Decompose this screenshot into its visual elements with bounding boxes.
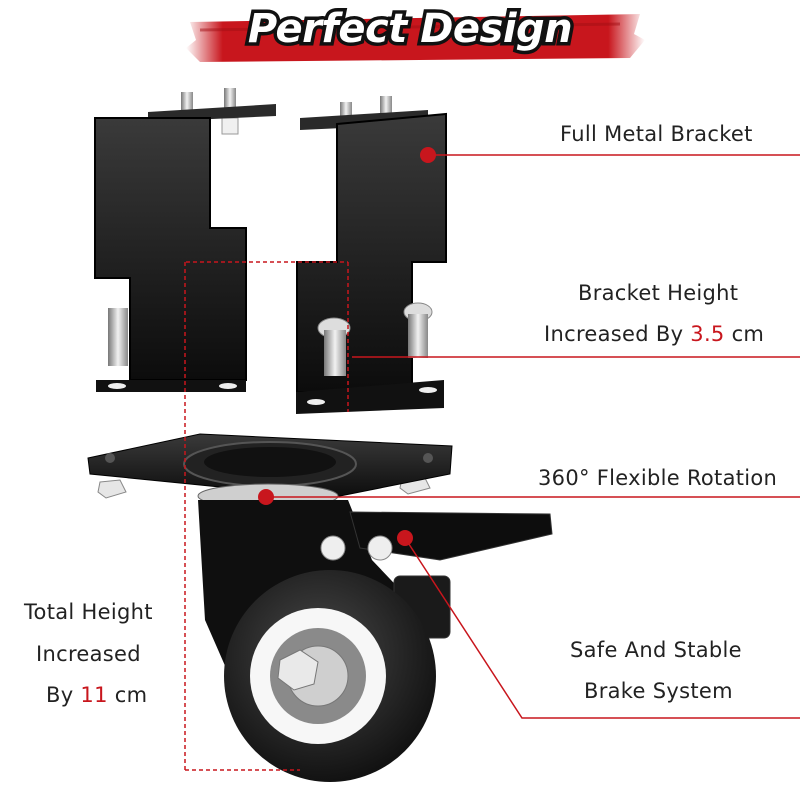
total-height-value: 11: [80, 683, 108, 707]
label-rotation: 360° Flexible Rotation: [538, 466, 777, 490]
bracket-height-unit: cm: [724, 322, 765, 346]
title-brush-stroke: [186, 14, 645, 62]
total-height-prefix: By: [46, 683, 81, 707]
title-banner: Perfect Design: [190, 0, 640, 70]
total-height-text-line1: Total Height: [24, 600, 153, 624]
bracket-height-text: Bracket Height: [578, 281, 739, 305]
caster-wheel: [87, 433, 553, 782]
label-brake-line2: Brake System: [584, 679, 733, 703]
page-title: Perfect Design: [244, 3, 576, 56]
total-height-unit: cm: [107, 683, 148, 707]
left-bracket: [94, 88, 276, 392]
brake-text-line2: Brake System: [584, 679, 733, 703]
label-total-height-line1: Total Height: [24, 600, 153, 624]
total-height-text-line2: Increased: [36, 642, 141, 666]
brake-text-line1: Safe And Stable: [570, 638, 742, 662]
bracket-height-prefix: Increased By: [544, 322, 691, 346]
label-total-height-line2: Increased: [36, 642, 141, 666]
right-bracket: [296, 96, 447, 414]
label-total-height-line3: By 11 cm: [46, 683, 147, 707]
full-metal-bracket-text: Full Metal Bracket: [560, 122, 753, 146]
bracket-height-value: 3.5: [690, 322, 725, 346]
label-brake-line1: Safe And Stable: [570, 638, 742, 662]
label-bracket-height-line2: Increased By 3.5 cm: [544, 322, 764, 346]
label-full-metal-bracket: Full Metal Bracket: [560, 122, 753, 146]
label-bracket-height-line1: Bracket Height: [578, 281, 738, 305]
callout-lines: [184, 147, 800, 771]
rotation-text: 360° Flexible Rotation: [538, 466, 778, 490]
